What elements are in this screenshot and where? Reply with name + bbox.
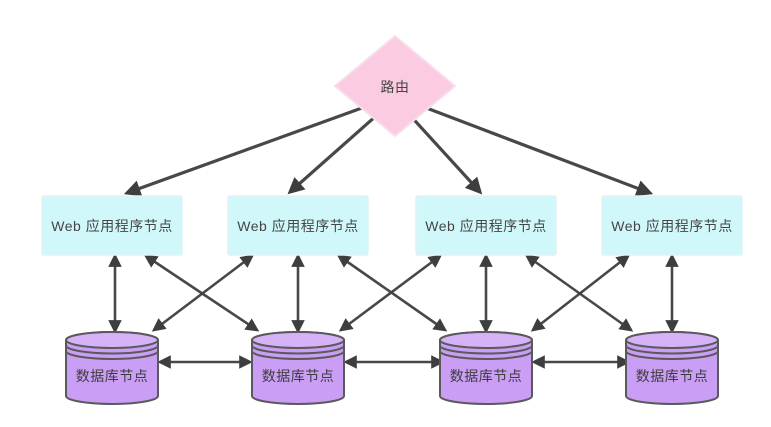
db-cylinder-2 [251,331,345,405]
db-cylinder-3 [439,331,533,405]
router-node-label: 路由 [380,79,410,95]
db-node-3-label: 数据库节点 [449,368,523,384]
edges [108,94,679,369]
edge-router-web4 [394,94,654,197]
router-node-shape [333,34,457,138]
web-node-3-label: Web 应用程序节点 [425,218,547,234]
db-node-4-label: 数据库节点 [635,368,709,384]
web-node-4-shape [601,195,743,256]
web-node-2-shape [227,195,369,256]
web-node-2-label: Web 应用程序节点 [237,218,359,234]
edge-web2-db1 [151,254,255,332]
edge-web3-db2 [338,254,443,332]
db-node-1-label: 数据库节点 [75,368,149,384]
web-node-4-label: Web 应用程序节点 [611,218,733,234]
web-node-1-shape [41,195,183,256]
db-cylinder-4 [625,331,719,405]
edge-router-web1 [123,94,396,197]
db-node-2-label: 数据库节点 [261,368,335,384]
web-node-1-label: Web 应用程序节点 [51,218,173,234]
edge-web4-db3 [530,254,631,332]
db-cylinder-1 [65,331,159,405]
web-node-3-shape [415,195,557,256]
